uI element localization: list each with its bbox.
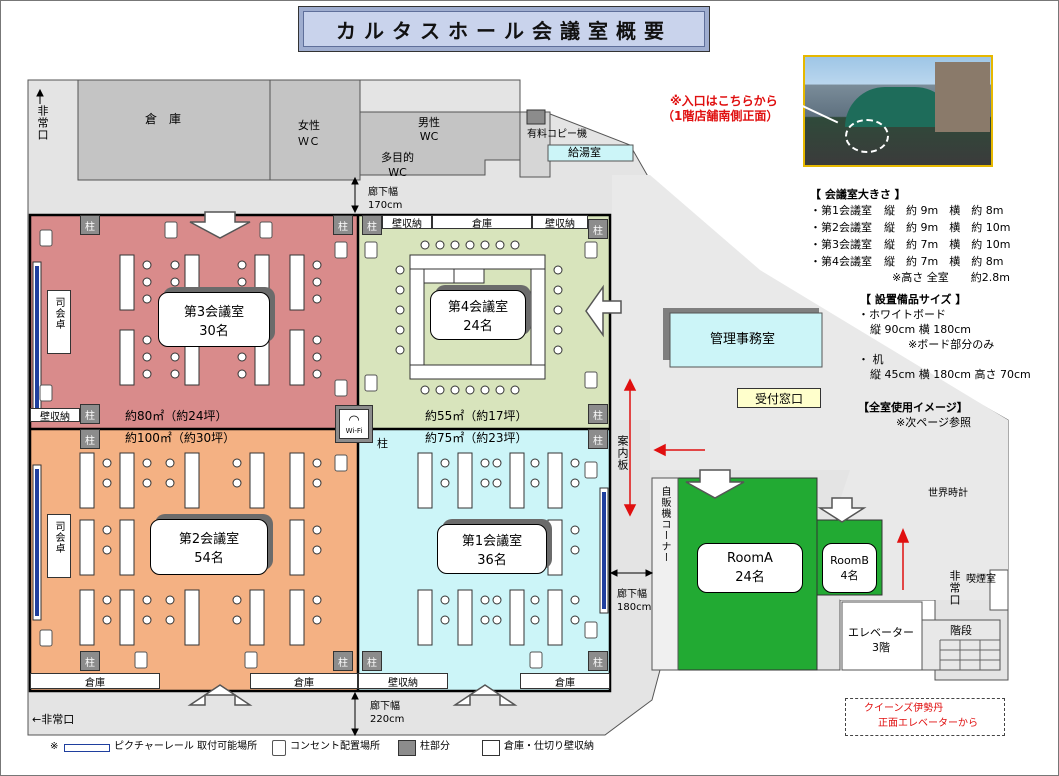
- picture-rail-swatch: [64, 744, 110, 752]
- presenter-desk-room3: 司会卓: [47, 290, 71, 354]
- height-note: ※高さ 全室 約2.8m: [892, 271, 1010, 284]
- pillar: 柱: [333, 651, 353, 671]
- stairs-area: [921, 619, 1001, 671]
- room4-tables: [409, 254, 546, 380]
- pillar: 柱: [588, 404, 608, 424]
- smoking-area: [989, 569, 1009, 611]
- storage-swatch: [482, 740, 500, 756]
- room1-area-text: 約75㎡（約23坪）: [425, 431, 528, 445]
- pillar: 柱: [588, 429, 608, 449]
- room3-area-text: 約80㎡（約24坪）: [125, 409, 228, 423]
- legend-storage: 倉庫・仕切り壁収納: [504, 741, 594, 752]
- entrance-arrow-roomA: [685, 469, 745, 499]
- chairs: [102, 240, 580, 625]
- reception-window: 受付窓口: [737, 388, 821, 408]
- pillar: 柱: [333, 215, 353, 235]
- wifi-pillar: ◠ Wi-Fi: [335, 405, 373, 443]
- wall-storage: 壁収納: [358, 673, 448, 689]
- pillar: 柱: [80, 404, 100, 424]
- emergency-exit-right: 非常口: [948, 570, 961, 606]
- storage-label: 倉 庫: [145, 112, 182, 126]
- lobby-area: [612, 175, 1008, 600]
- entrance-arrow-room2: [187, 684, 253, 706]
- storage-strip: 倉庫: [250, 673, 358, 689]
- kitchen-label: 給湯室: [568, 146, 601, 159]
- kitchen: [547, 144, 634, 162]
- legend-picture-rail: ピクチャーレール 取付可能場所: [114, 741, 258, 752]
- pillar-swatch: [398, 740, 416, 756]
- legend-outlet: コンセント配置場所: [290, 741, 380, 752]
- pillar: 柱: [80, 429, 100, 449]
- room2-area-text: 約100㎡（約30坪）: [125, 431, 236, 445]
- wifi-pillar-label: 柱: [377, 437, 388, 450]
- page-title: カルタスホール会議室概要: [336, 18, 672, 43]
- bottom-note: クイーンズ伊勢丹 正面エレベーターから: [845, 698, 1005, 736]
- storage-strip: 倉庫: [520, 673, 610, 689]
- pillar: 柱: [80, 651, 100, 671]
- vending-corner: 自販機コーナー: [659, 486, 670, 563]
- legend-pillar: 柱部分: [420, 741, 450, 752]
- presenter-desk-room2: 司会卓: [47, 514, 71, 578]
- office-label: 管理事務室: [710, 332, 776, 347]
- wall-storage: 壁収納: [30, 408, 80, 423]
- emergency-exit-top: 非常口: [36, 105, 49, 141]
- storage-strip: 倉庫: [30, 673, 160, 689]
- room2-tables: [79, 452, 305, 646]
- room1-tables: [417, 452, 563, 646]
- equipment-panel: 【 設置備品サイズ 】 ・ホワイトボード 縦 90cm 横 180cm ※ボード…: [858, 293, 1031, 381]
- title-banner: カルタスホール会議室概要: [298, 6, 710, 52]
- entrance-arrow-room1: [452, 684, 518, 706]
- pillar: 柱: [362, 215, 382, 235]
- room4-area-text: 約55㎡（約17坪）: [425, 409, 528, 423]
- storage-strip: 倉庫: [432, 215, 532, 230]
- office-room: [669, 312, 823, 368]
- pillar: 柱: [588, 651, 608, 671]
- building-photo: [803, 55, 993, 167]
- outlet-swatch: [272, 740, 286, 756]
- pillar: 柱: [362, 651, 382, 671]
- guide-board: 案内板: [616, 435, 629, 471]
- sizes-heading: 【 会議室大きさ 】: [810, 188, 906, 201]
- entrance-arrow-room4: [585, 284, 622, 338]
- wifi-icon: ◠ Wi-Fi: [339, 409, 369, 439]
- usage-panel: 【全室使用イメージ】 ※次ページ参照: [858, 401, 971, 429]
- legend: ※ ピクチャーレール 取付可能場所 コンセント配置場所 柱部分 倉庫・仕切り壁収…: [50, 740, 610, 756]
- pillar: 柱: [80, 215, 100, 235]
- pillar: 柱: [588, 219, 608, 239]
- storage-room: [77, 79, 271, 181]
- wall-storage: 壁収納: [382, 215, 432, 230]
- entrance-arrow-room3: [189, 211, 251, 239]
- copy-label: 有料コピー機: [527, 129, 587, 140]
- stairs-label: 階段: [950, 624, 972, 637]
- elevator-area: [841, 601, 923, 671]
- smoking-room: 喫煙室: [966, 574, 996, 585]
- entrance-note: ※入口はこちらから （1階店舗南側正面）: [662, 94, 779, 123]
- wall-storage: 壁収納: [532, 215, 588, 230]
- vending-area: [651, 477, 679, 671]
- world-clock: 世界時計: [928, 488, 968, 499]
- emergency-exit-bottom: ←非常口: [32, 713, 75, 726]
- entrance-arrow-roomB: [817, 497, 867, 523]
